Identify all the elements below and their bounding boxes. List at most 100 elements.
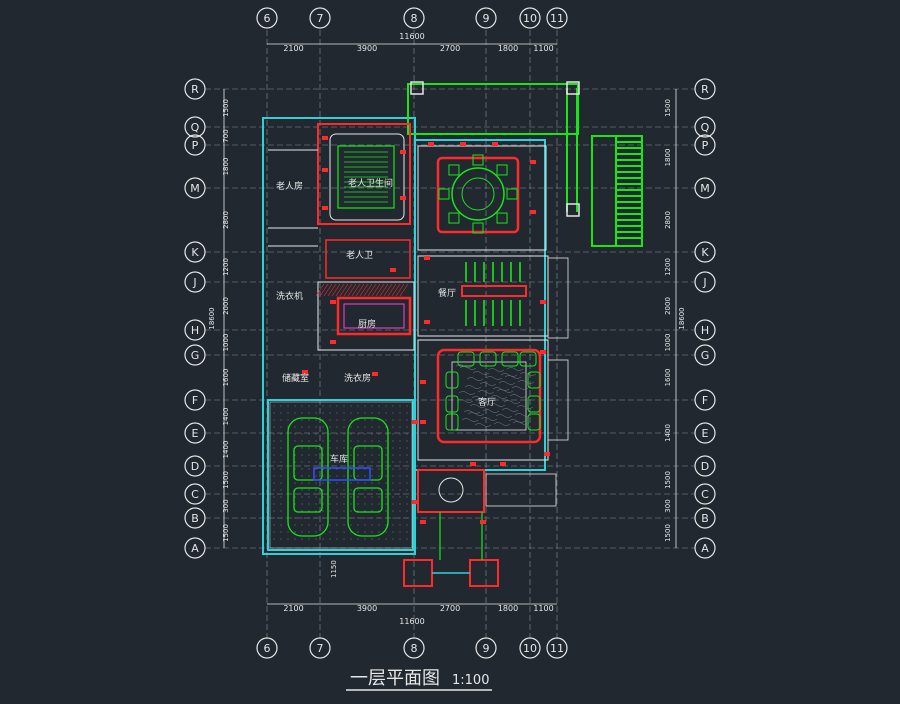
grid-label-col-10: 10 <box>523 12 537 25</box>
label-laundry: 洗衣机 <box>276 290 303 302</box>
dim-left-6: 1000 <box>222 334 230 352</box>
grid-bubble-row-C-right <box>694 483 716 505</box>
grid-bubble-col-9-top <box>475 7 497 29</box>
room-labels: 老人卫生间 老人房 老人卫 洗衣机 厨房 餐厅 客厅 车库 储藏室 洗衣房 <box>276 177 496 465</box>
dim-right-5: 1000 <box>664 334 672 352</box>
wall-fixture-mark <box>412 500 418 504</box>
dim-left-11: 300 <box>222 499 230 512</box>
dining-chair <box>472 154 484 166</box>
grid-label-row-J: J <box>702 276 706 289</box>
wall-fixture-mark <box>322 136 328 140</box>
foyer-zone <box>403 469 499 587</box>
terrace-stair <box>407 83 643 247</box>
dining-zone <box>417 145 547 251</box>
grid-bubble-row-A-right <box>694 537 716 559</box>
sofa-seat <box>519 351 537 367</box>
grid-label-row-R: R <box>191 83 199 96</box>
label-kitchen: 厨房 <box>358 318 376 330</box>
drawing-title-block: 一层平面图 1:100 <box>346 668 492 691</box>
dining-chair <box>448 164 460 176</box>
wall-fixture-mark <box>530 160 536 164</box>
wall-fixture-mark <box>322 168 328 172</box>
label-powder: 洗衣房 <box>344 372 371 384</box>
grid-bubble-row-E-right <box>694 422 716 444</box>
grid-bubble-row-J-right <box>694 271 716 293</box>
grid-bubble-col-8-top <box>403 7 425 29</box>
dining-chair <box>472 222 484 234</box>
grid-label-row-C: C <box>701 488 709 501</box>
dim-right-10: 1500 <box>664 524 672 542</box>
grid-label-row-B: B <box>701 512 709 525</box>
dim-bottom-2: 2700 <box>440 604 460 613</box>
dim-bottom-small: 1150 <box>330 560 338 578</box>
grid-bubble-row-M-right <box>694 177 716 199</box>
wall-fixture-mark <box>420 420 426 424</box>
grid-label-col-7: 7 <box>317 642 324 655</box>
wall-fixture-mark <box>540 300 546 304</box>
dim-right-8: 1500 <box>664 471 672 489</box>
grid-label-row-Q: Q <box>701 121 710 134</box>
sofa-seat <box>457 351 475 367</box>
grid-label-row-F: F <box>702 394 708 407</box>
sofa-seat <box>445 413 459 431</box>
grid-bubble-row-B-right <box>694 507 716 529</box>
dim-top-0: 2100 <box>283 44 303 53</box>
wall-fixture-mark <box>480 520 486 524</box>
dim-right-3: 1200 <box>664 258 672 276</box>
dim-top-3: 1800 <box>498 44 518 53</box>
east-terrace-grid <box>485 257 569 507</box>
dim-left-2: 1800 <box>222 158 230 176</box>
grid-bubble-row-Q-left <box>184 116 206 138</box>
grid-label-row-F: F <box>192 394 198 407</box>
grid-label-row-D: D <box>701 460 709 473</box>
wall-fixture-mark <box>390 268 396 272</box>
grid-bubble-row-R-left <box>184 78 206 100</box>
grid-bubble-col-8-bottom <box>403 637 425 659</box>
grid-bubble-col-11-top <box>546 7 568 29</box>
dim-bottom-0: 2100 <box>283 604 303 613</box>
wall-fixture-mark <box>330 340 336 344</box>
grid-bubble-row-K-left <box>184 241 206 263</box>
grid-label-row-J: J <box>192 276 196 289</box>
sofa-seat <box>527 413 541 431</box>
grid-label-row-C: C <box>191 488 199 501</box>
dim-top-1: 3900 <box>357 44 377 53</box>
grid-bubble-col-7-top <box>309 7 331 29</box>
grid-label-row-M: M <box>190 182 200 195</box>
dim-left-4: 1200 <box>222 258 230 276</box>
grid-label-row-G: G <box>191 349 200 362</box>
dim-right-6: 1600 <box>664 369 672 387</box>
drawing-title: 一层平面图 <box>350 668 440 689</box>
dim-left-0: 1500 <box>222 99 230 117</box>
dim-left-9: 1400 <box>222 441 230 459</box>
family-room <box>417 255 549 337</box>
grid-bubble-col-10-bottom <box>519 637 541 659</box>
grid-label-row-E: E <box>192 427 199 440</box>
wall-fixture-mark <box>420 380 426 384</box>
dim-top-total: 11600 <box>399 32 424 41</box>
sofa-seat <box>501 351 519 367</box>
grid-label-row-H: H <box>701 324 709 337</box>
grid-label-row-A: A <box>191 542 199 555</box>
dim-top-2: 2700 <box>440 44 460 53</box>
dim-top-4: 1100 <box>533 44 553 53</box>
grid-label-row-P: P <box>702 139 709 152</box>
grid-label-row-Q: Q <box>191 121 200 134</box>
grid-bubble-col-6-top <box>256 7 278 29</box>
grid-bubble-col-6-bottom <box>256 637 278 659</box>
wall-fixture-mark <box>322 206 328 210</box>
dim-right-9: 300 <box>664 499 672 512</box>
wall-fixtures <box>302 136 550 524</box>
grid-label-col-6: 6 <box>264 12 271 25</box>
sofa-seat <box>479 351 497 367</box>
grid-label-col-11: 11 <box>550 642 564 655</box>
grid-label-row-G: G <box>701 349 710 362</box>
kitchen-zone <box>315 239 415 351</box>
grid-bubble-row-Q-right <box>694 116 716 138</box>
wall-fixture-mark <box>400 196 406 200</box>
label-storage: 储藏室 <box>282 372 309 384</box>
grid-label-row-M: M <box>700 182 710 195</box>
label-bedroom: 老人房 <box>276 180 303 192</box>
wall-fixture-mark <box>460 142 466 146</box>
